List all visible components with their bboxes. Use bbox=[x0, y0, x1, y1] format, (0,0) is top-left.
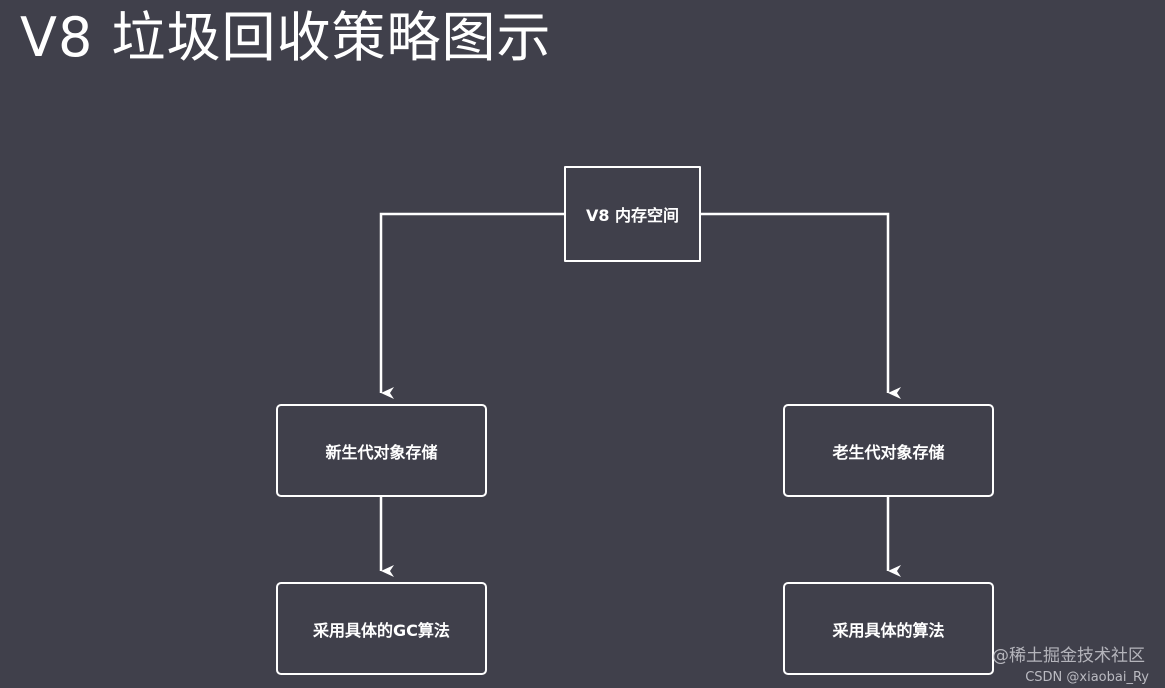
node-v8-memory-space: V8 内存空间 bbox=[564, 166, 701, 262]
node-label: 采用具体的GC算法 bbox=[313, 620, 450, 640]
node-label: 采用具体的算法 bbox=[832, 620, 945, 640]
edge-root-to-young bbox=[379, 212, 564, 399]
node-label: V8 内存空间 bbox=[585, 206, 680, 225]
page-title: V8 垃圾回收策略图示 bbox=[20, 6, 552, 69]
node-old-gc-algorithm: 采用具体的算法 bbox=[783, 582, 994, 675]
node-old-generation: 老生代对象存储 bbox=[783, 404, 994, 497]
node-label: 新生代对象存储 bbox=[325, 442, 438, 462]
node-young-gc-algorithm: 采用具体的GC算法 bbox=[276, 582, 487, 675]
node-label: 老生代对象存储 bbox=[832, 442, 945, 462]
csdn-watermark: CSDN @xiaobai_Ry bbox=[1025, 670, 1149, 685]
node-young-generation: 新生代对象存储 bbox=[276, 404, 487, 497]
juejin-watermark: @稀土掘金技术社区 bbox=[992, 646, 1145, 666]
edge-root-to-old bbox=[700, 212, 901, 399]
